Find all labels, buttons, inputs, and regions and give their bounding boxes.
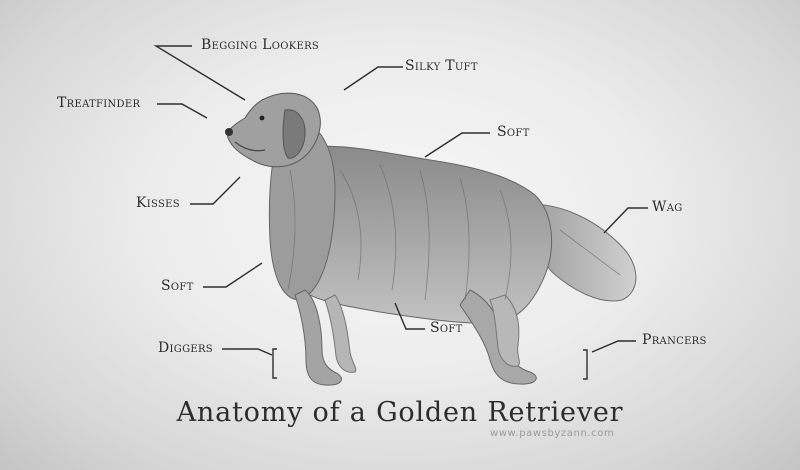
watermark: www.pawsbyzann.com [490, 428, 615, 439]
dog-nose [225, 128, 233, 136]
bracket-prancers [583, 349, 588, 380]
label-kisses: Kisses [136, 195, 180, 211]
dog-eye [259, 115, 265, 121]
dog-hind-leg-far [489, 294, 520, 367]
dog-front-leg [294, 289, 342, 386]
leader-silky-tuft [343, 66, 403, 91]
leader-soft-chest [203, 262, 263, 288]
leader-begging-lookers [153, 45, 246, 101]
label-wag: Wag [652, 199, 683, 215]
label-silky-tuft: Silky Tuft [405, 58, 478, 74]
dog-mouth [234, 141, 266, 152]
leader-soft-belly [394, 302, 425, 330]
label-soft-back: Soft [497, 124, 530, 140]
label-diggers: Diggers [158, 340, 213, 356]
dog-front-leg-far [324, 294, 357, 373]
leader-wag [603, 207, 648, 234]
label-prancers: Prancers [642, 332, 707, 348]
leader-soft-back [424, 132, 490, 158]
leader-prancers [591, 340, 636, 353]
golden-retriever-drawing [225, 92, 637, 386]
leader-lines [153, 45, 648, 380]
label-begging-lookers: Begging Lookers [201, 37, 320, 53]
leader-treatfinder [157, 103, 208, 119]
leader-diggers [222, 348, 273, 356]
bracket-diggers [272, 348, 277, 379]
label-treatfinder: Treatfinder [57, 95, 141, 111]
label-soft-belly: Soft [430, 320, 463, 336]
diagram-title: Anatomy of a Golden Retriever [176, 397, 624, 428]
label-soft-chest: Soft [161, 278, 194, 294]
leader-kisses [190, 176, 241, 205]
dog-ear [282, 109, 306, 159]
